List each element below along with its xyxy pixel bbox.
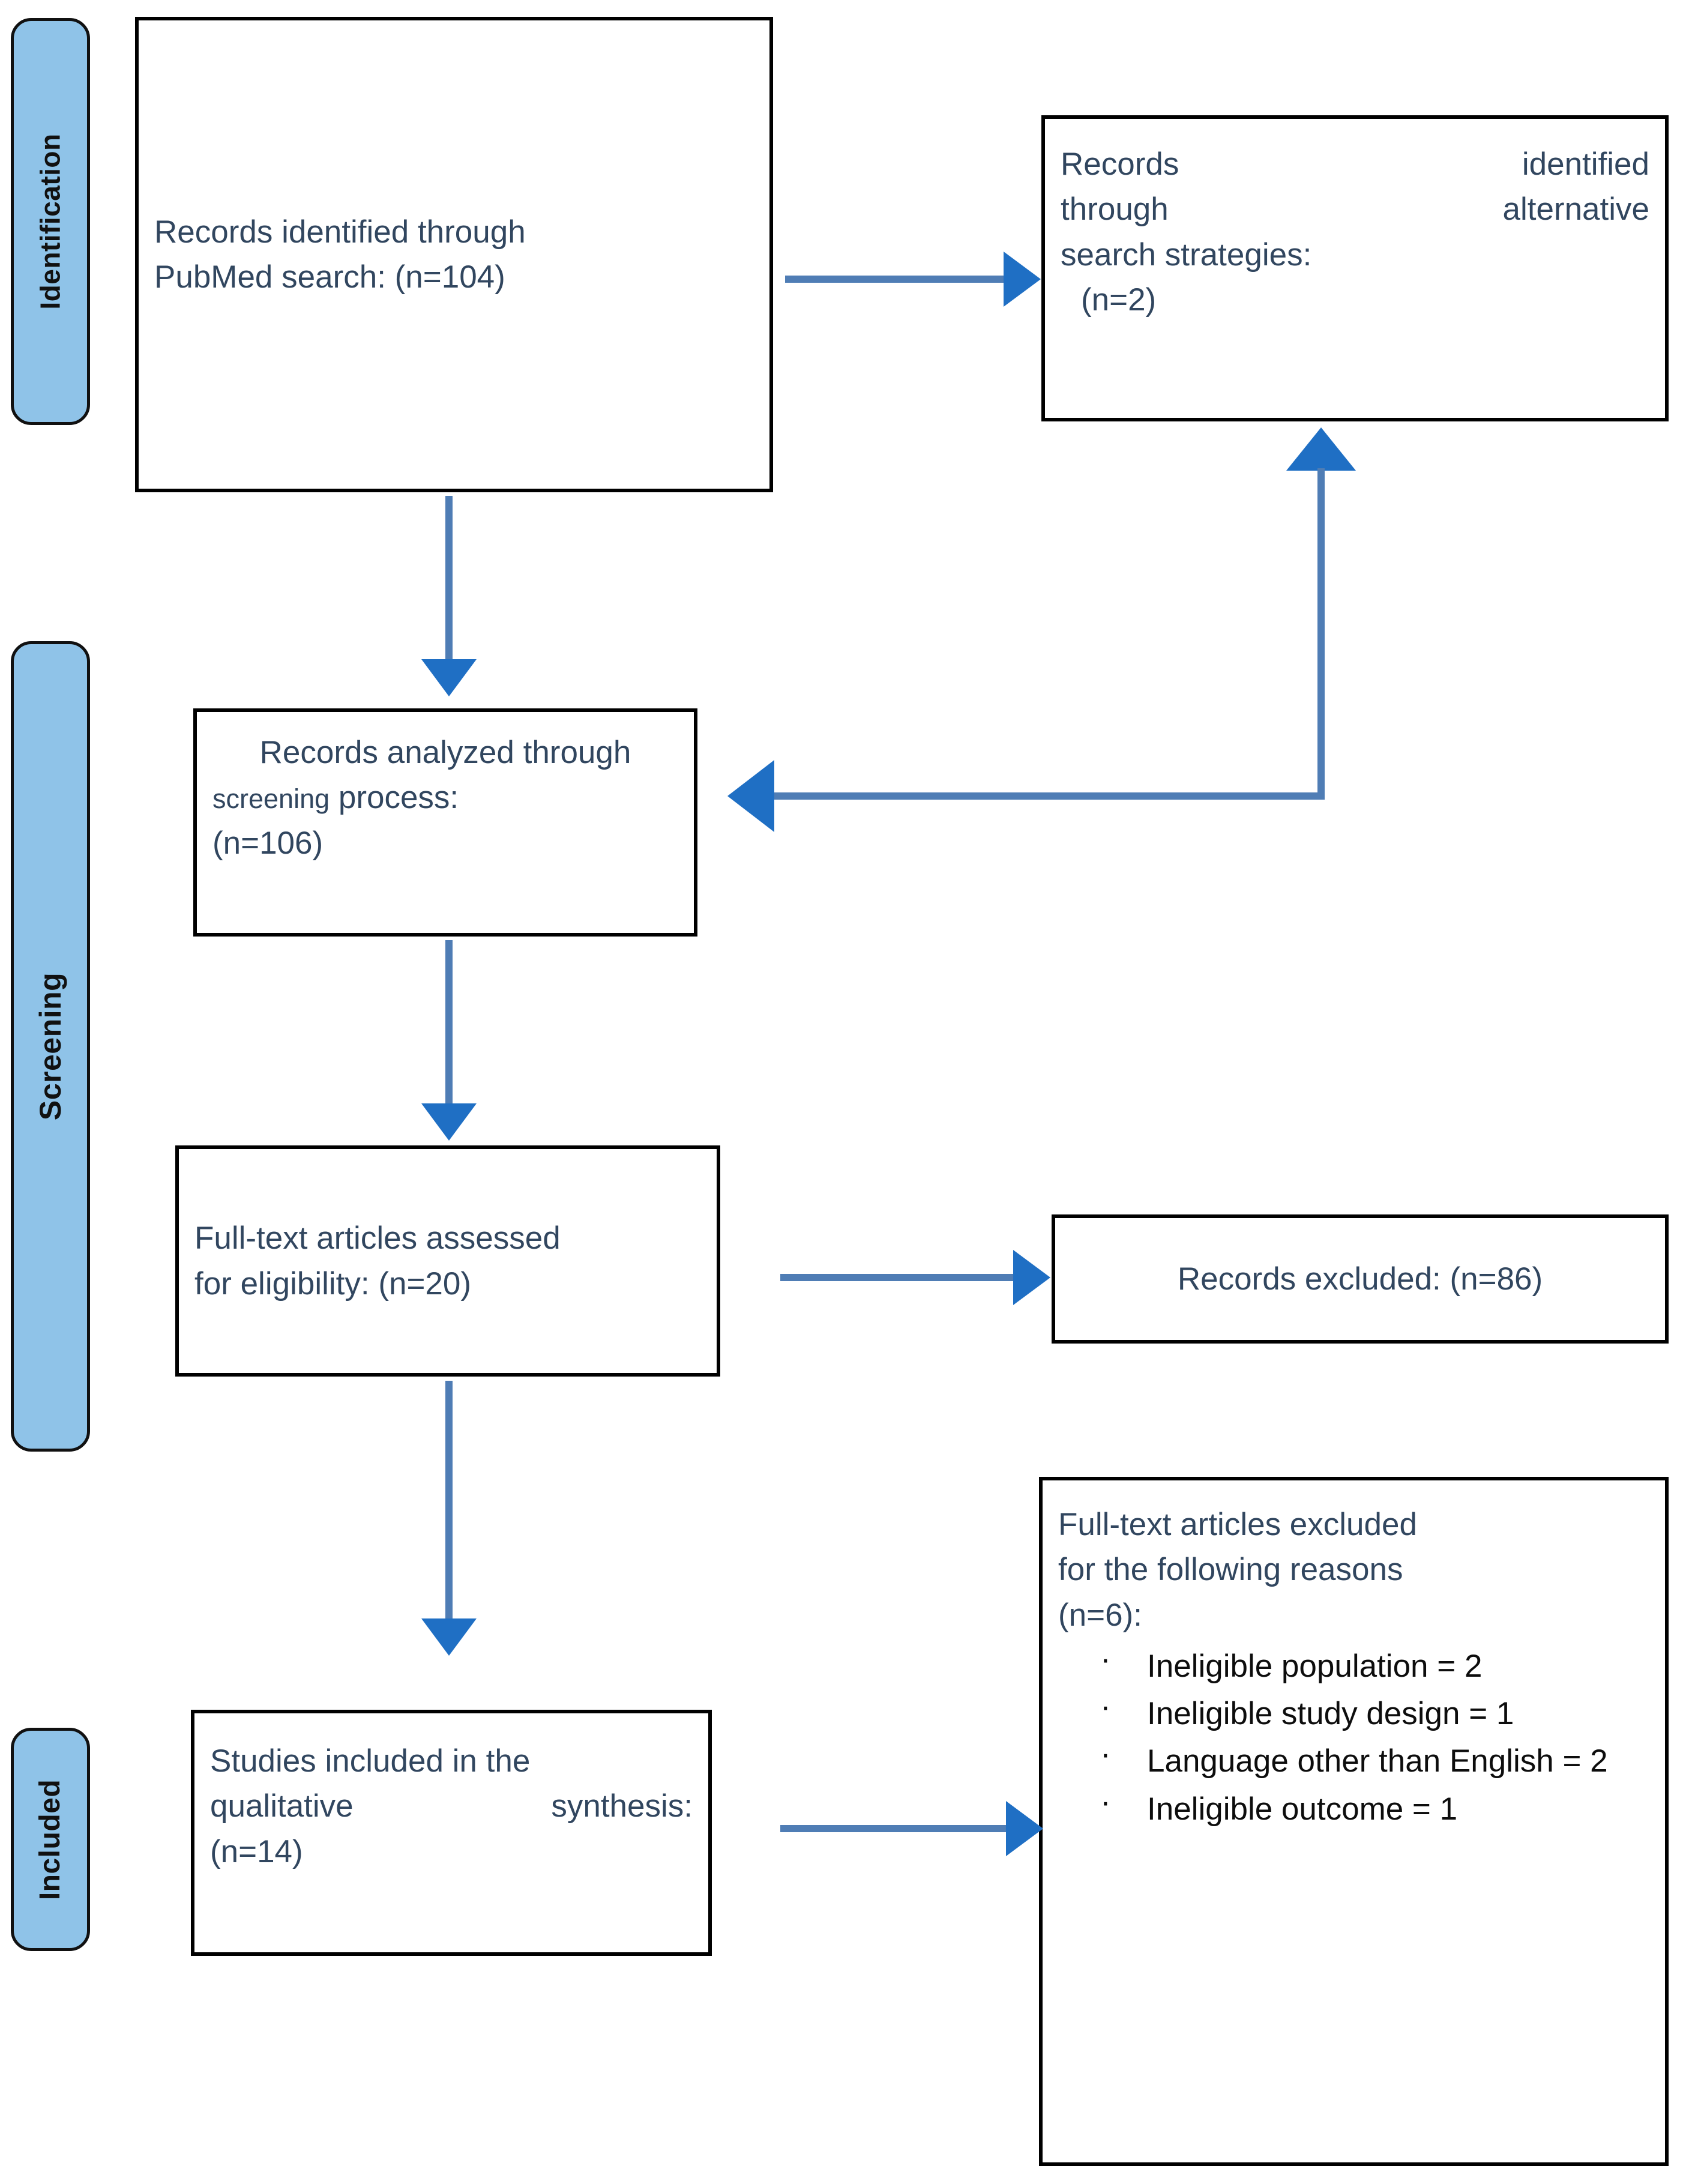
box-studies-included: Studies included in the qualitative synt… (191, 1710, 712, 1956)
stage-label-screening: Screening (34, 972, 67, 1121)
box-records-pubmed-line1: Records identified through (154, 214, 526, 250)
exclusion-reason-list: Ineligible population = 2 Ineligible stu… (1043, 1636, 1665, 1834)
connector-shaft (785, 276, 1014, 283)
box-fulltext-line2: for eligibility: (n=20) (194, 1265, 472, 1302)
box-alternative-row1: Records identified (1045, 142, 1665, 187)
box-records-alternative: Records identified through alternative s… (1041, 115, 1669, 421)
box-records-screened: Records analyzed through screening proce… (193, 708, 697, 937)
connector-shaft-horizontal (774, 792, 1325, 800)
box-fulltext-assessed: Full-text articles assessed for eligibil… (175, 1145, 720, 1377)
box-fulltext-line1: Full-text articles assessed (194, 1220, 561, 1256)
stage-pill-included: Included (11, 1728, 90, 1951)
arrowhead-up-icon (1286, 427, 1356, 471)
box-alternative-word-records: Records (1061, 146, 1179, 182)
box-included-word-synthesis: synthesis: (551, 1788, 693, 1824)
connector-shaft (780, 1825, 1013, 1832)
connector-shaft (780, 1274, 1020, 1281)
list-item: Language other than English = 2 (1100, 1731, 1649, 1784)
list-item: Ineligible outcome = 1 (1100, 1779, 1649, 1832)
arrowhead-down-icon (421, 1103, 477, 1141)
box-reasons-heading-line2: for the following reasons (1058, 1552, 1403, 1588)
list-item: Ineligible study design = 1 (1100, 1684, 1649, 1736)
box-included-word-qualitative: qualitative (210, 1788, 354, 1824)
box-screened-line3: (n=106) (212, 825, 324, 861)
box-alternative-word-identified: identified (1522, 146, 1649, 182)
box-alternative-row3: search strategies: (1061, 237, 1312, 273)
box-screened-word-screening: screening (212, 783, 330, 815)
arrowhead-down-icon (421, 1618, 477, 1656)
box-included-line1: Studies included in the (210, 1743, 531, 1779)
connector-shaft (445, 940, 453, 1109)
connector-shaft (445, 496, 453, 665)
box-excluded-line1: Records excluded: (n=86) (1177, 1261, 1543, 1297)
connector-shaft-vertical (1317, 468, 1325, 800)
box-exclusion-reasons: Full-text articles excluded for the foll… (1039, 1477, 1669, 2166)
box-included-line2: qualitative synthesis: (194, 1784, 708, 1829)
box-screened-line2: screening process: (197, 775, 694, 820)
connector-shaft (445, 1381, 453, 1624)
arrowhead-right-icon (1013, 1250, 1050, 1305)
arrowhead-left-icon (727, 760, 774, 832)
box-alternative-row4: (n=2) (1081, 282, 1157, 318)
stage-pill-identification: Identification (11, 18, 90, 425)
arrowhead-right-icon (1004, 252, 1041, 307)
box-screened-word-process: process: (338, 780, 459, 816)
box-records-pubmed-line2: PubMed search: (n=104) (154, 259, 505, 295)
stage-label-included: Included (34, 1779, 67, 1900)
arrowhead-right-icon (1006, 1801, 1043, 1856)
box-included-line3: (n=14) (210, 1833, 303, 1869)
box-reasons-heading-line1: Full-text articles excluded (1058, 1507, 1417, 1542)
box-screened-line1: Records analyzed through (259, 735, 631, 770)
box-reasons-heading-line3: (n=6): (1058, 1597, 1142, 1633)
stage-label-identification: Identification (35, 133, 67, 310)
arrowhead-down-icon (421, 659, 477, 696)
box-records-pubmed: Records identified through PubMed search… (135, 17, 773, 492)
box-alternative-word-alternative: alternative (1502, 192, 1649, 228)
box-alternative-row2: through alternative (1045, 187, 1665, 232)
box-records-excluded: Records excluded: (n=86) (1052, 1214, 1669, 1344)
list-item: Ineligible population = 2 (1100, 1636, 1649, 1689)
box-alternative-word-through: through (1061, 192, 1169, 228)
stage-pill-screening: Screening (11, 641, 90, 1452)
